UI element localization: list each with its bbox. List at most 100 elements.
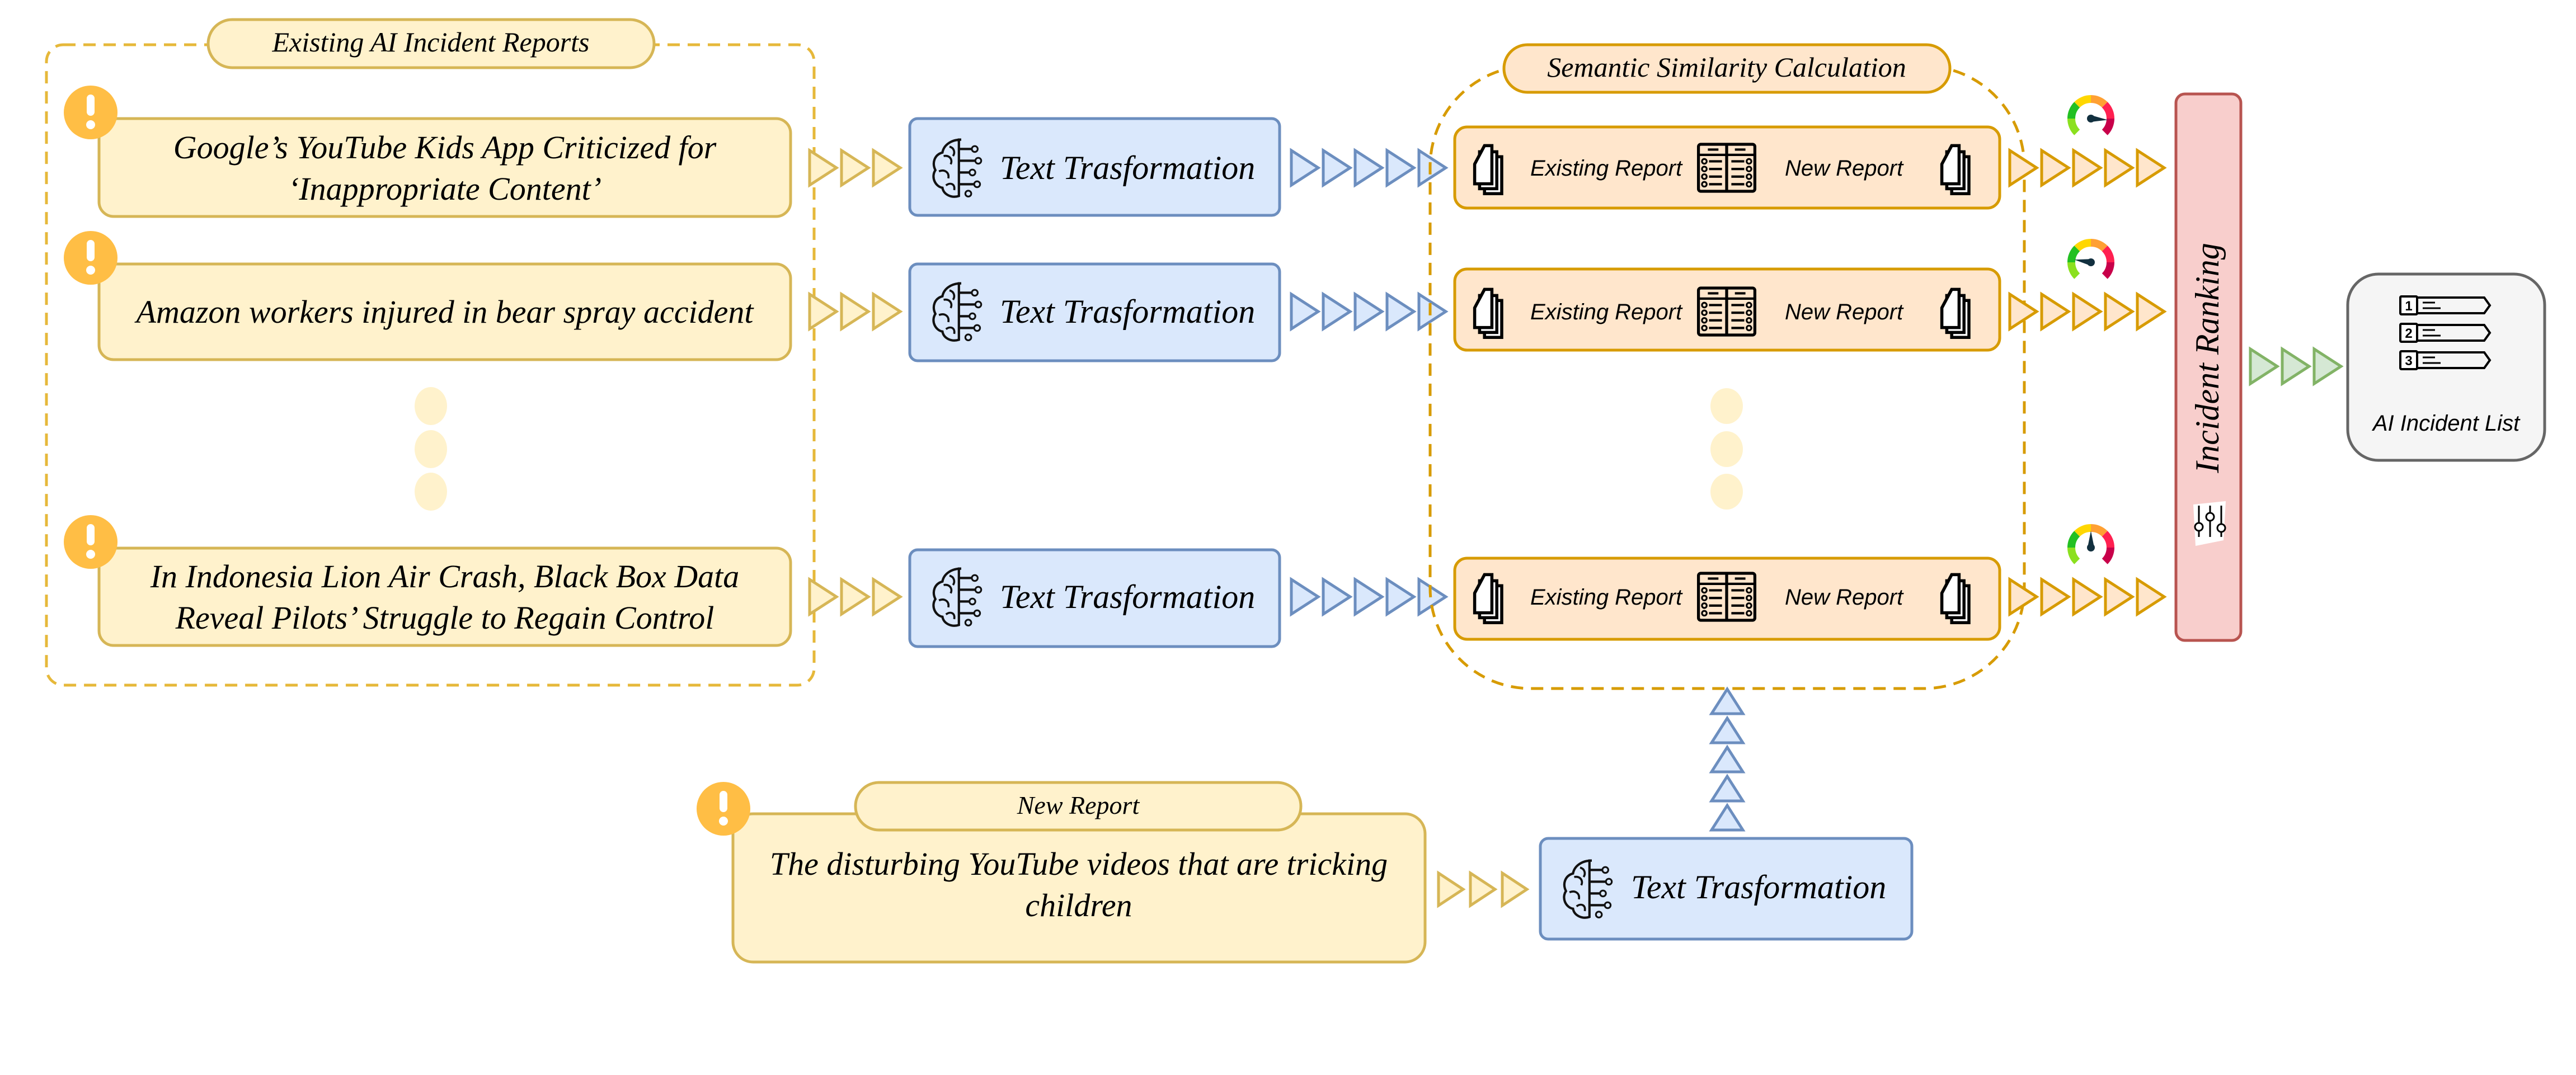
- ranking-to-list-arrows: [2249, 346, 2344, 386]
- semantic-similarity-group: Semantic Similarity Calculation: [1428, 43, 2026, 690]
- svg-text:2: 2: [2405, 326, 2412, 341]
- flow-arrow: [1709, 774, 1746, 803]
- flow-arrow: [1437, 870, 1466, 908]
- existing-report-box: [97, 262, 792, 361]
- ellipsis-dot: [1710, 474, 1743, 510]
- similarity-gauge-icon: [2067, 95, 2114, 135]
- new-report-label: New Report: [1785, 300, 1904, 324]
- flow-arrow: [1501, 870, 1530, 908]
- flow-arrow: [1322, 291, 1353, 332]
- existing-report-text: Google’s YouTube Kids App Criticized for: [173, 129, 717, 166]
- flow-arrow: [1290, 577, 1321, 617]
- incident-ranking-label: Incident Ranking: [2189, 243, 2226, 474]
- flow-arrow: [1709, 803, 1746, 832]
- semantic-similarity-title: Semantic Similarity Calculation: [1547, 51, 1906, 83]
- existing-reports-ellipsis: [415, 387, 447, 511]
- flow-arrow: [1469, 870, 1498, 908]
- text-transformation-label: Text Trasformation: [1631, 869, 1886, 906]
- flow-arrow: [840, 577, 871, 617]
- flow-arrow: [840, 148, 871, 188]
- existing-reports-title-pill: [206, 18, 656, 69]
- flow-arrow: [2072, 291, 2103, 332]
- similarity-gauge-icon: [2067, 239, 2114, 279]
- flow-arrow: [2040, 148, 2071, 188]
- semantic-similarity-title-pill: [1502, 43, 1952, 94]
- flow-arrow: [1385, 291, 1417, 332]
- existing-report-text: In Indonesia Lion Air Crash, Black Box D…: [150, 558, 740, 595]
- documents-stack-icon: [1475, 574, 1502, 623]
- new-report-text-line-2: children: [1025, 887, 1132, 923]
- alert-icon: [64, 515, 117, 569]
- existing-report-card: Google’s YouTube Kids App Criticized for…: [64, 86, 903, 218]
- flow-arrow: [872, 291, 903, 332]
- flow-arrow: [2008, 577, 2039, 617]
- existing-reports-title: Existing AI Incident Reports: [271, 26, 589, 58]
- flow-arrow: [1353, 577, 1385, 617]
- svg-text:1: 1: [2405, 299, 2412, 314]
- flow-arrow: [872, 577, 903, 617]
- alert-icon: [64, 86, 117, 139]
- flow-arrow: [2281, 346, 2312, 386]
- text-transformation-label: Text Trasformation: [1000, 149, 1255, 186]
- existing-report-box: [97, 546, 792, 647]
- new-report-title-pill: [854, 781, 1303, 832]
- alert-icon: [697, 782, 750, 836]
- flow-arrow: [2136, 577, 2167, 617]
- text-transformation-step: Text Trasformation: [908, 262, 1449, 362]
- flow-arrow: [2104, 577, 2135, 617]
- flow-arrow: [2136, 148, 2167, 188]
- existing-reports-group: Existing AI Incident Reports: [45, 18, 816, 687]
- gauge-needle: [2074, 259, 2091, 266]
- flow-arrow: [1385, 577, 1417, 617]
- existing-report-text: ‘Inappropriate Content’: [288, 171, 601, 207]
- sliders-icon: [2193, 501, 2226, 546]
- flow-arrow: [2136, 291, 2167, 332]
- text-transformation-step: Text Trasformation: [908, 548, 1449, 648]
- flow-arrow: [2072, 148, 2103, 188]
- flow-arrow: [2072, 577, 2103, 617]
- incident-ranking: Incident Ranking: [2174, 92, 2243, 642]
- new-report-text-line-1: The disturbing YouTube videos that are t…: [770, 846, 1388, 882]
- flow-arrow: [2104, 291, 2135, 332]
- text-transformation-box: [908, 117, 1281, 217]
- documents-stack-icon: [1475, 145, 1502, 194]
- flow-arrow: [1417, 148, 1449, 188]
- text-transformation-box: [1539, 837, 1914, 941]
- text-transformation-box: [908, 262, 1281, 362]
- flow-arrow: [808, 577, 839, 617]
- existing-report-text: Amazon workers injured in bear spray acc…: [134, 294, 755, 330]
- flow-arrow: [1353, 148, 1385, 188]
- svg-text:3: 3: [2405, 353, 2412, 369]
- flow-arrow: [1709, 715, 1746, 744]
- flow-arrow: [1290, 148, 1321, 188]
- existing-report-label: Existing Report: [1530, 585, 1683, 610]
- flow-arrow: [1417, 291, 1449, 332]
- ai-incident-list: 1 2 3 AI Incident List: [2346, 272, 2546, 462]
- existing-report-card: Amazon workers injured in bear spray acc…: [64, 231, 903, 361]
- ai-incident-list-label: AI Incident List: [2372, 411, 2521, 436]
- transform-to-similarity-arrows: [1709, 686, 1746, 832]
- flow-arrow: [2040, 291, 2071, 332]
- text-transformation-label: Text Trasformation: [1000, 293, 1255, 330]
- ellipsis-dot: [415, 387, 447, 425]
- flow-arrow: [1709, 744, 1746, 774]
- documents-stack-icon: [1942, 574, 1969, 623]
- flow-arrow: [1290, 291, 1321, 332]
- flow-arrow: [1709, 686, 1746, 715]
- new-report-title: New Report: [1017, 791, 1140, 819]
- existing-report-text: Reveal Pilots’ Struggle to Regain Contro…: [175, 600, 714, 636]
- flow-arrow: [808, 148, 839, 188]
- rank-item: 2: [2399, 323, 2492, 343]
- flow-arrow: [2104, 148, 2135, 188]
- flow-arrow: [1385, 148, 1417, 188]
- flow-arrow: [2249, 346, 2280, 386]
- flow-arrow: [872, 148, 903, 188]
- ellipsis-dot: [1710, 431, 1743, 467]
- flow-arrow: [1353, 291, 1385, 332]
- new-report-group: New Report The disturbing YouTube videos…: [697, 781, 1427, 964]
- documents-stack-icon: [1942, 289, 1969, 337]
- flow-arrow: [2008, 291, 2039, 332]
- existing-report-card: In Indonesia Lion Air Crash, Black Box D…: [64, 515, 903, 647]
- flow-arrow: [1322, 148, 1353, 188]
